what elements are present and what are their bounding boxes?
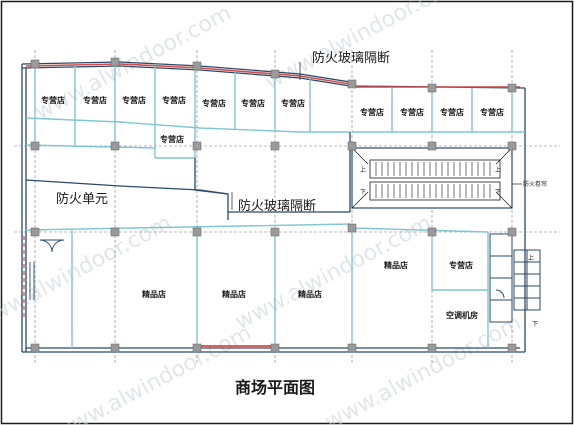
label-specialty-store-3: 专营店 [122, 95, 146, 105]
label-fire-glass-partition-mid: 防火玻璃隔断 [238, 198, 316, 214]
label-boutique-2: 精品店 [222, 289, 246, 299]
label-ac-room: 空调机房 [446, 310, 478, 320]
label-boutique-4: 精品店 [384, 260, 408, 270]
label-specialty-store-9: 专营店 [360, 107, 384, 117]
label-leaders [231, 62, 522, 210]
label-boutique-1: 精品店 [142, 289, 166, 299]
label-fire-shutter: 防火卷帘 [523, 180, 547, 188]
escalator-block [351, 147, 513, 209]
left-entrance [29, 239, 65, 300]
label-specialty-store-10: 专营店 [400, 107, 424, 117]
store-partitions-upper [25, 64, 350, 159]
label-specialty-store-12: 专营店 [480, 107, 504, 117]
label-specialty-store-2: 专营店 [83, 95, 107, 105]
label-down-2: 下 [495, 189, 501, 196]
label-specialty-store-6: 专营店 [241, 98, 265, 108]
label-specialty-store-1: 专营店 [41, 95, 65, 105]
store-partitions-upper-right [352, 88, 525, 133]
label-specialty-store-8: 专营店 [160, 134, 184, 144]
label-down-1: 下 [360, 189, 366, 196]
plan-title: 商场平面图 [235, 378, 315, 397]
label-fire-unit: 防火单元 [56, 191, 108, 207]
label-boutique-3: 精品店 [298, 289, 322, 299]
columns [30, 57, 517, 353]
label-specialty-store-4: 专营店 [162, 95, 186, 105]
label-fire-glass-partition-top: 防火玻璃隔断 [312, 50, 390, 66]
lower-zone-walls [25, 223, 489, 348]
label-up-2: 上 [495, 166, 501, 174]
label-specialty-store-13: 专营店 [449, 260, 473, 270]
label-up-1: 上 [360, 166, 366, 174]
label-up-3: 上 [528, 254, 534, 262]
label-down-3: 下 [532, 321, 538, 328]
labels: 防火玻璃隔断 防火玻璃隔断 防火单元 专营店 专营店 专营店 专营店 专营店 专… [41, 50, 547, 397]
label-specialty-store-7: 专营店 [281, 98, 305, 108]
label-specialty-store-5: 专营店 [202, 98, 226, 108]
service-core [489, 233, 541, 323]
label-specialty-store-11: 专营店 [440, 107, 464, 117]
